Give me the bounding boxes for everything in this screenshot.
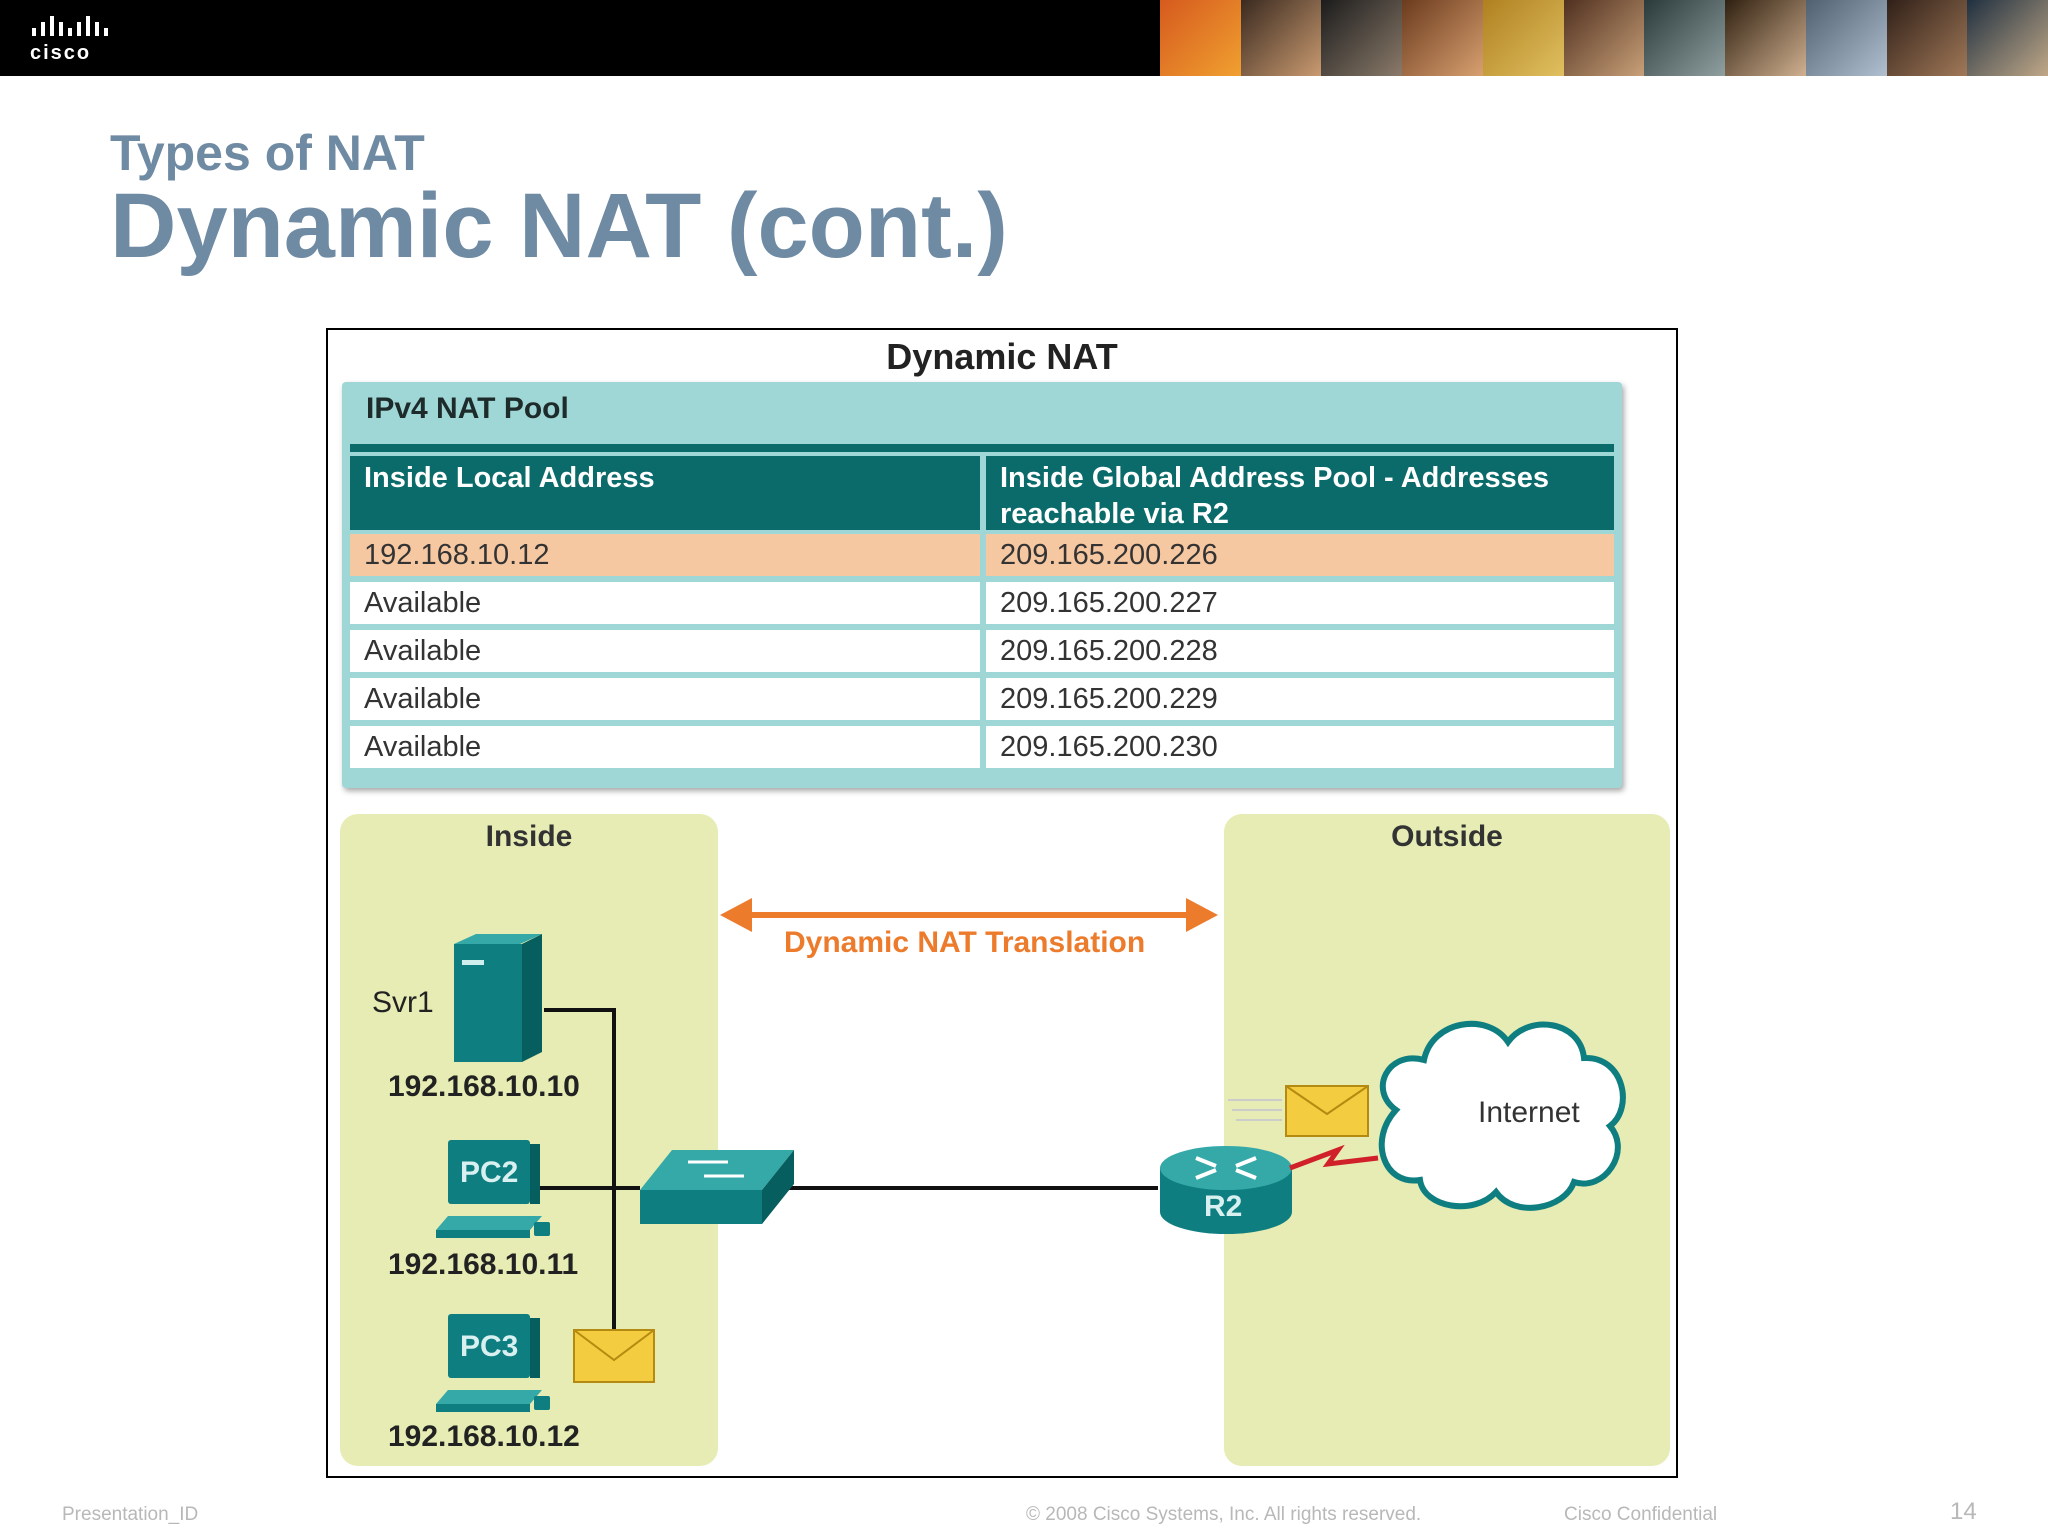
switch-icon bbox=[640, 1150, 794, 1224]
internet-cloud-icon bbox=[1378, 1020, 1626, 1211]
header-bar: cisco bbox=[0, 0, 2048, 76]
outside-zone-label: Outside bbox=[1391, 820, 1503, 853]
footer-confidential: Cisco Confidential bbox=[1564, 1504, 1718, 1525]
packet-envelope-icon bbox=[1228, 1085, 1369, 1137]
packet-envelope-icon bbox=[573, 1329, 655, 1383]
table-cell: 209.165.200.226 bbox=[986, 534, 1614, 576]
footer-copyright: © 2008 Cisco Systems, Inc. All rights re… bbox=[1026, 1504, 1422, 1525]
column-header-inside-local: Inside Local Address bbox=[350, 456, 980, 530]
dynamic-nat-figure: Dynamic NAT IPv4 NAT Pool Inside Local A… bbox=[326, 328, 1678, 1478]
network-diagram bbox=[436, 898, 1626, 1412]
server-ip-label: 192.168.10.10 bbox=[388, 1070, 580, 1103]
serial-link-icon bbox=[1289, 1144, 1379, 1171]
footer-presentation-id: Presentation_ID bbox=[62, 1504, 199, 1525]
internet-cloud-label: Internet bbox=[1478, 1096, 1580, 1129]
table-cell: 209.165.200.228 bbox=[986, 630, 1614, 672]
figure-title: Dynamic NAT bbox=[886, 336, 1118, 377]
nat-pool-table: IPv4 NAT Pool Inside Local Address Insid… bbox=[342, 382, 1622, 788]
router-icon bbox=[1160, 1146, 1292, 1234]
translation-arrow-icon bbox=[720, 898, 1218, 932]
table-cell: 209.165.200.227 bbox=[986, 582, 1614, 624]
table-cell: Available bbox=[350, 630, 980, 672]
page-number: 14 bbox=[1950, 1498, 1977, 1525]
pc2-name-label: PC2 bbox=[460, 1156, 519, 1189]
pc3-name-label: PC3 bbox=[460, 1330, 519, 1363]
table-cell: Available bbox=[350, 582, 980, 624]
table-cell: Available bbox=[350, 678, 980, 720]
inside-zone-label: Inside bbox=[485, 820, 573, 853]
server-name-label: Svr1 bbox=[372, 986, 434, 1019]
page-title: Dynamic NAT (cont.) bbox=[110, 175, 1008, 277]
section-title: Types of NAT bbox=[110, 125, 425, 181]
translation-label: Dynamic NAT Translation bbox=[784, 926, 1146, 959]
cisco-bars-icon bbox=[32, 16, 108, 36]
logo-wordmark: cisco bbox=[30, 42, 92, 64]
table-cell: 209.165.200.229 bbox=[986, 678, 1614, 720]
pc2-ip-label: 192.168.10.11 bbox=[388, 1248, 579, 1281]
nat-pool-title: IPv4 NAT Pool bbox=[366, 392, 569, 425]
table-cell: 192.168.10.12 bbox=[350, 534, 980, 576]
pc-icon bbox=[436, 1314, 550, 1412]
server-icon bbox=[454, 934, 542, 1062]
header-photo-strip bbox=[1160, 0, 2048, 76]
network-links bbox=[538, 1008, 1158, 1356]
cisco-logo: cisco bbox=[30, 14, 116, 65]
table-cell: 209.165.200.230 bbox=[986, 726, 1614, 768]
pc-icon bbox=[436, 1140, 550, 1238]
router-name-label: R2 bbox=[1204, 1190, 1243, 1223]
table-cell: Available bbox=[350, 726, 980, 768]
nat-pool-divider bbox=[350, 444, 1614, 452]
pc3-ip-label: 192.168.10.12 bbox=[388, 1420, 580, 1453]
column-header-inside-global: Inside Global Address Pool - Addresses r… bbox=[986, 456, 1614, 530]
